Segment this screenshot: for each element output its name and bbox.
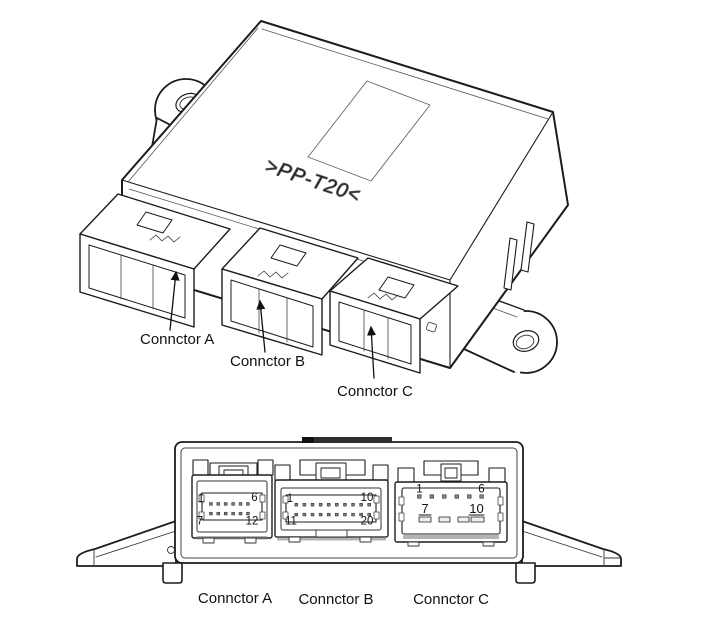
right-foot (515, 562, 536, 584)
pin-number: 6 (251, 492, 257, 504)
top-strip (302, 437, 392, 443)
connector-a-pins (209, 502, 250, 516)
connector-a-pin-cavity (201, 492, 263, 521)
pin-number: 7 (421, 501, 428, 516)
left-foot (162, 562, 183, 584)
pin-number: 1 (287, 493, 293, 505)
module-front-view: 1 6 7 12 (76, 437, 622, 608)
connector-b-pins (294, 503, 371, 517)
pin-number: 10 (361, 492, 374, 504)
side-clip-prongs (503, 221, 535, 291)
module-isometric-view: >PP-T20< (79, 20, 569, 400)
connector-c-pins-top (417, 494, 484, 499)
label-area (307, 80, 431, 182)
connector-c-latch (378, 276, 415, 299)
label-connector-b-front: Connctor B (298, 591, 373, 608)
right-mounting-wing (521, 520, 622, 567)
pin-number: 11 (285, 516, 297, 528)
label-connector-b-iso: Connctor B (230, 353, 305, 370)
connector-c-cavity (338, 301, 412, 365)
iso-callouts: Connctor A Connctor B Connctor C (140, 270, 413, 400)
pin-number: 10 (469, 501, 483, 516)
pin-number: 1 (198, 493, 204, 505)
front-view-labels: Connctor A Connctor B Connctor C (198, 590, 489, 608)
connector-b-pin-cavity (285, 494, 377, 523)
connector-c-front: 1 6 7 10 (394, 460, 508, 547)
pin-number: 1 (416, 484, 422, 496)
connector-a-front: 1 6 7 12 (191, 459, 274, 544)
label-connector-a-iso: Connctor A (140, 331, 214, 348)
connector-b-front: 1 10 11 20 (274, 459, 389, 543)
connector-b-latch (270, 244, 307, 267)
connector-c-pin-cavity (401, 487, 501, 535)
pin-number: 20 (361, 516, 374, 528)
front-slot (426, 322, 437, 333)
arrow-connector-c (366, 325, 377, 379)
arrow-connector-b (256, 299, 266, 353)
left-mounting-wing (76, 520, 177, 567)
connector-c-pins-bottom (418, 516, 485, 523)
pin-number: 6 (478, 484, 484, 496)
label-connector-a-front: Connctor A (198, 590, 272, 607)
arrow-connector-a (169, 270, 180, 331)
pin-number: 7 (197, 516, 203, 528)
connector-b-3d (221, 227, 359, 356)
label-connector-c-front: Connctor C (413, 591, 489, 608)
pin-number: 12 (246, 516, 259, 528)
label-connector-c-iso: Connctor C (337, 383, 413, 400)
connector-a-latch (136, 211, 173, 234)
connector-b-cavity (230, 279, 314, 348)
connector-a-3d (79, 193, 231, 328)
